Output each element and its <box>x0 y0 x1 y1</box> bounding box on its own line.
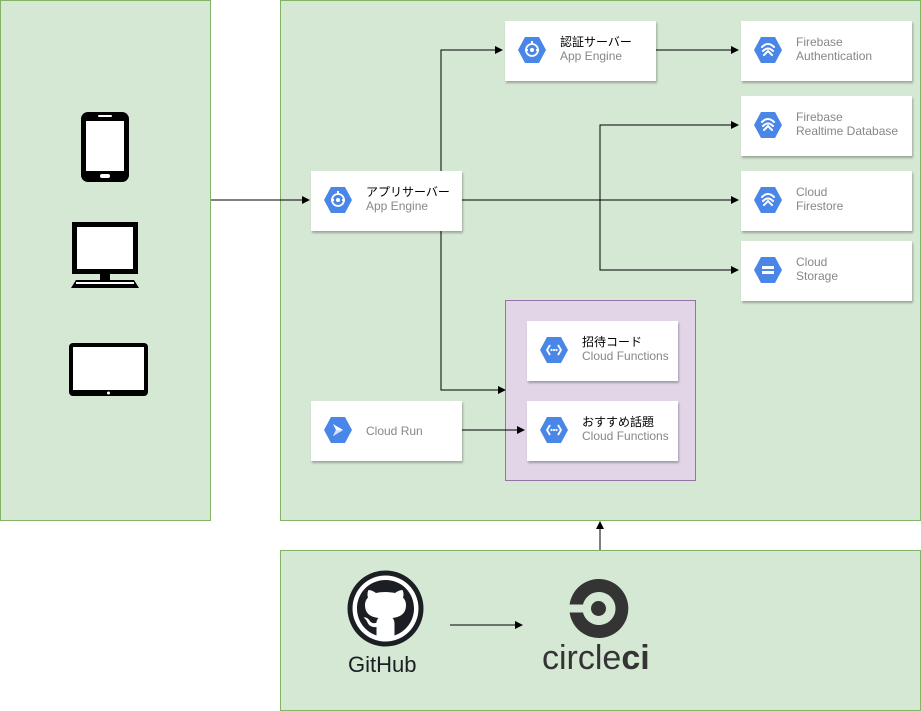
smartphone-icon <box>81 112 129 182</box>
app-server-subtitle: App Engine <box>366 199 429 213</box>
edge-app-server-to-functions <box>440 231 506 394</box>
cloud-storage-icon <box>754 257 782 283</box>
firebase-rtdb-line1: Firebase <box>796 110 843 124</box>
recommend-topic-function-subtitle: Cloud Functions <box>582 429 669 443</box>
invite-code-function-label: 招待コード Cloud Functions <box>582 335 669 363</box>
auth-server-subtitle: App Engine <box>560 49 623 63</box>
firebase-auth-line2: Authentication <box>796 49 873 63</box>
firebase-icon <box>754 37 782 63</box>
app-engine-icon <box>324 187 352 213</box>
recommend-topic-function-title: おすすめ話題 <box>582 415 655 429</box>
cloud-firestore-line2: Firestore <box>796 199 844 213</box>
cloud-firestore-label: Cloud Firestore <box>796 185 843 213</box>
firebase-auth-label: Firebase Authentication <box>796 35 872 63</box>
cloud-storage-line1: Cloud <box>796 255 828 269</box>
github-label: GitHub <box>348 652 417 677</box>
firebase-rtdb-node[interactable]: Firebase Realtime Database <box>741 96 912 156</box>
circleci-label-light: circle <box>542 639 622 677</box>
invite-code-function-title: 招待コード <box>582 335 643 349</box>
desktop-monitor-icon <box>71 222 139 288</box>
auth-server-node[interactable]: 認証サーバー App Engine <box>505 21 656 81</box>
cloud-run-label: Cloud Run <box>366 424 423 438</box>
edge-to-cloud-storage <box>599 200 739 274</box>
app-server-title: アプリサーバー <box>366 185 450 199</box>
firebase-icon <box>754 112 782 138</box>
circleci-label: circleci <box>542 639 650 678</box>
edge-to-firebase-rtdb <box>599 121 739 200</box>
app-server-node[interactable]: アプリサーバー App Engine <box>311 171 462 231</box>
firebase-auth-line1: Firebase <box>796 35 843 49</box>
edge-app-server-to-auth-server <box>440 46 503 171</box>
cloud-run-node[interactable]: Cloud Run <box>311 401 462 461</box>
auth-server-label: 認証サーバー App Engine <box>560 35 632 63</box>
cloud-storage-node[interactable]: Cloud Storage <box>741 241 912 301</box>
recommend-topic-function-label: おすすめ話題 Cloud Functions <box>582 415 669 443</box>
tablet-icon <box>69 343 148 396</box>
cloud-run-icon <box>324 417 352 443</box>
auth-server-title: 認証サーバー <box>560 35 632 49</box>
cloud-firestore-line1: Cloud <box>796 185 828 199</box>
cloud-functions-icon <box>540 337 568 363</box>
cloud-storage-label: Cloud Storage <box>796 255 838 283</box>
app-server-label: アプリサーバー App Engine <box>366 185 450 213</box>
recommend-topic-function-node[interactable]: おすすめ話題 Cloud Functions <box>527 401 678 461</box>
firebase-auth-node[interactable]: Firebase Authentication <box>741 21 912 81</box>
circleci-label-bold: ci <box>621 639 650 677</box>
firestore-icon <box>754 187 782 213</box>
github-icon <box>347 570 424 647</box>
firebase-rtdb-line2: Realtime Database <box>796 124 899 138</box>
invite-code-function-node[interactable]: 招待コード Cloud Functions <box>527 321 678 381</box>
firebase-rtdb-label: Firebase Realtime Database <box>796 110 898 138</box>
cloud-functions-icon <box>540 417 568 443</box>
app-engine-icon <box>518 37 546 63</box>
cloud-storage-line2: Storage <box>796 269 839 283</box>
circleci-icon <box>569 578 629 638</box>
cloud-firestore-node[interactable]: Cloud Firestore <box>741 171 912 231</box>
invite-code-function-subtitle: Cloud Functions <box>582 349 669 363</box>
